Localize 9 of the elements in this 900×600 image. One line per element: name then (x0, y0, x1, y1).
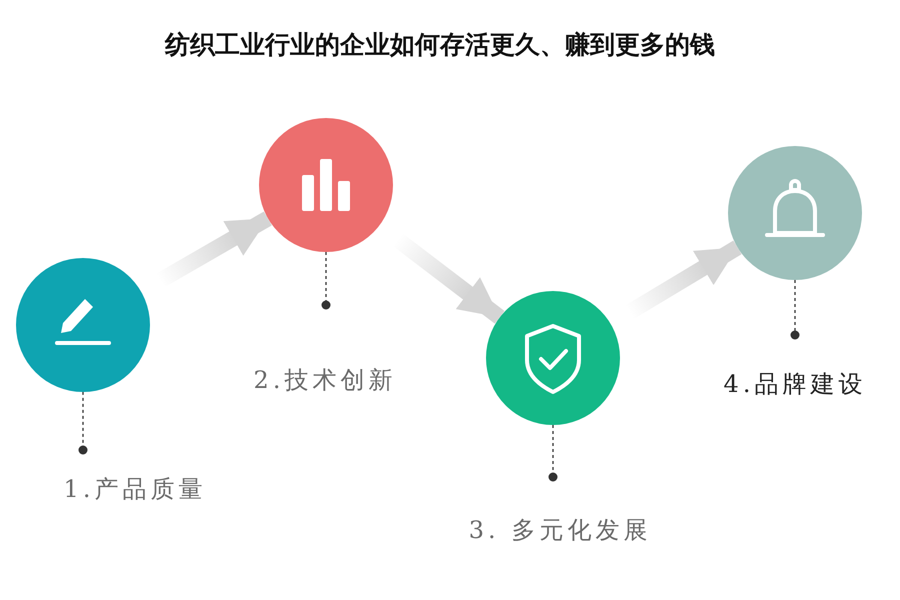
leader-line (548, 425, 558, 482)
leader-line (322, 252, 330, 310)
step-label: 1.产品质量 (40, 449, 230, 505)
step-label: 3. 多元化发展 (440, 476, 680, 546)
leader-line (790, 280, 800, 340)
step-label: 2.技术创新 (230, 304, 420, 396)
step-label: 4.品牌建设 (700, 334, 890, 400)
title: 纺织工业行业的企业如何存活更久、赚到更多的钱 (164, 29, 716, 61)
leader-line (78, 392, 88, 454)
